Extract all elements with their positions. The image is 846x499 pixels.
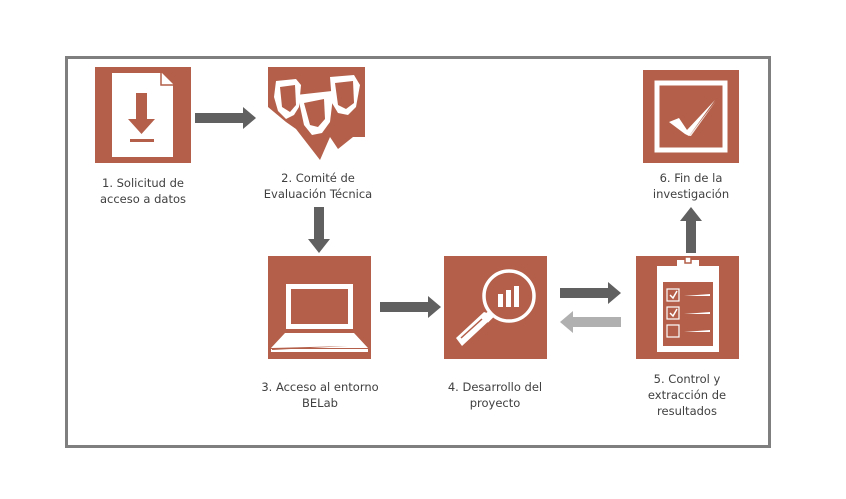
magnifier-chart-icon (456, 269, 536, 346)
diagram-frame (65, 56, 771, 448)
step-6-box (643, 70, 739, 163)
step-2-label: 2. Comité de Evaluación Técnica (263, 171, 373, 201)
step-5-label: 5. Control y extracción de resultados (647, 372, 727, 418)
arrow-right-4-to-5 (560, 282, 621, 304)
clipboard-checklist-icon (657, 256, 719, 352)
arrow-right-3-to-4 (380, 296, 441, 318)
committee-people-icon (268, 67, 365, 160)
download-document-icon (112, 73, 173, 157)
arrow-down-2-to-3 (308, 207, 330, 253)
step-4-box (444, 256, 547, 359)
laptop-icon (271, 284, 368, 352)
step-1-box (95, 67, 191, 163)
checkbox-checked-icon (654, 80, 728, 153)
step-3-box (268, 256, 371, 359)
step-4-label: 4. Desarrollo del proyecto (447, 380, 543, 410)
step-6-label: 6. Fin de la investigación (652, 171, 730, 201)
step-3-label: 3. Acceso al entorno BELab (261, 380, 379, 410)
step-1-label: 1. Solicitud de acceso a datos (99, 176, 187, 206)
arrow-up-5-to-6 (680, 207, 702, 253)
arrow-left-5-to-4 (560, 311, 621, 333)
arrow-right-1-to-2 (195, 107, 256, 129)
step-5-box (636, 256, 739, 359)
step-2-box (268, 67, 365, 160)
